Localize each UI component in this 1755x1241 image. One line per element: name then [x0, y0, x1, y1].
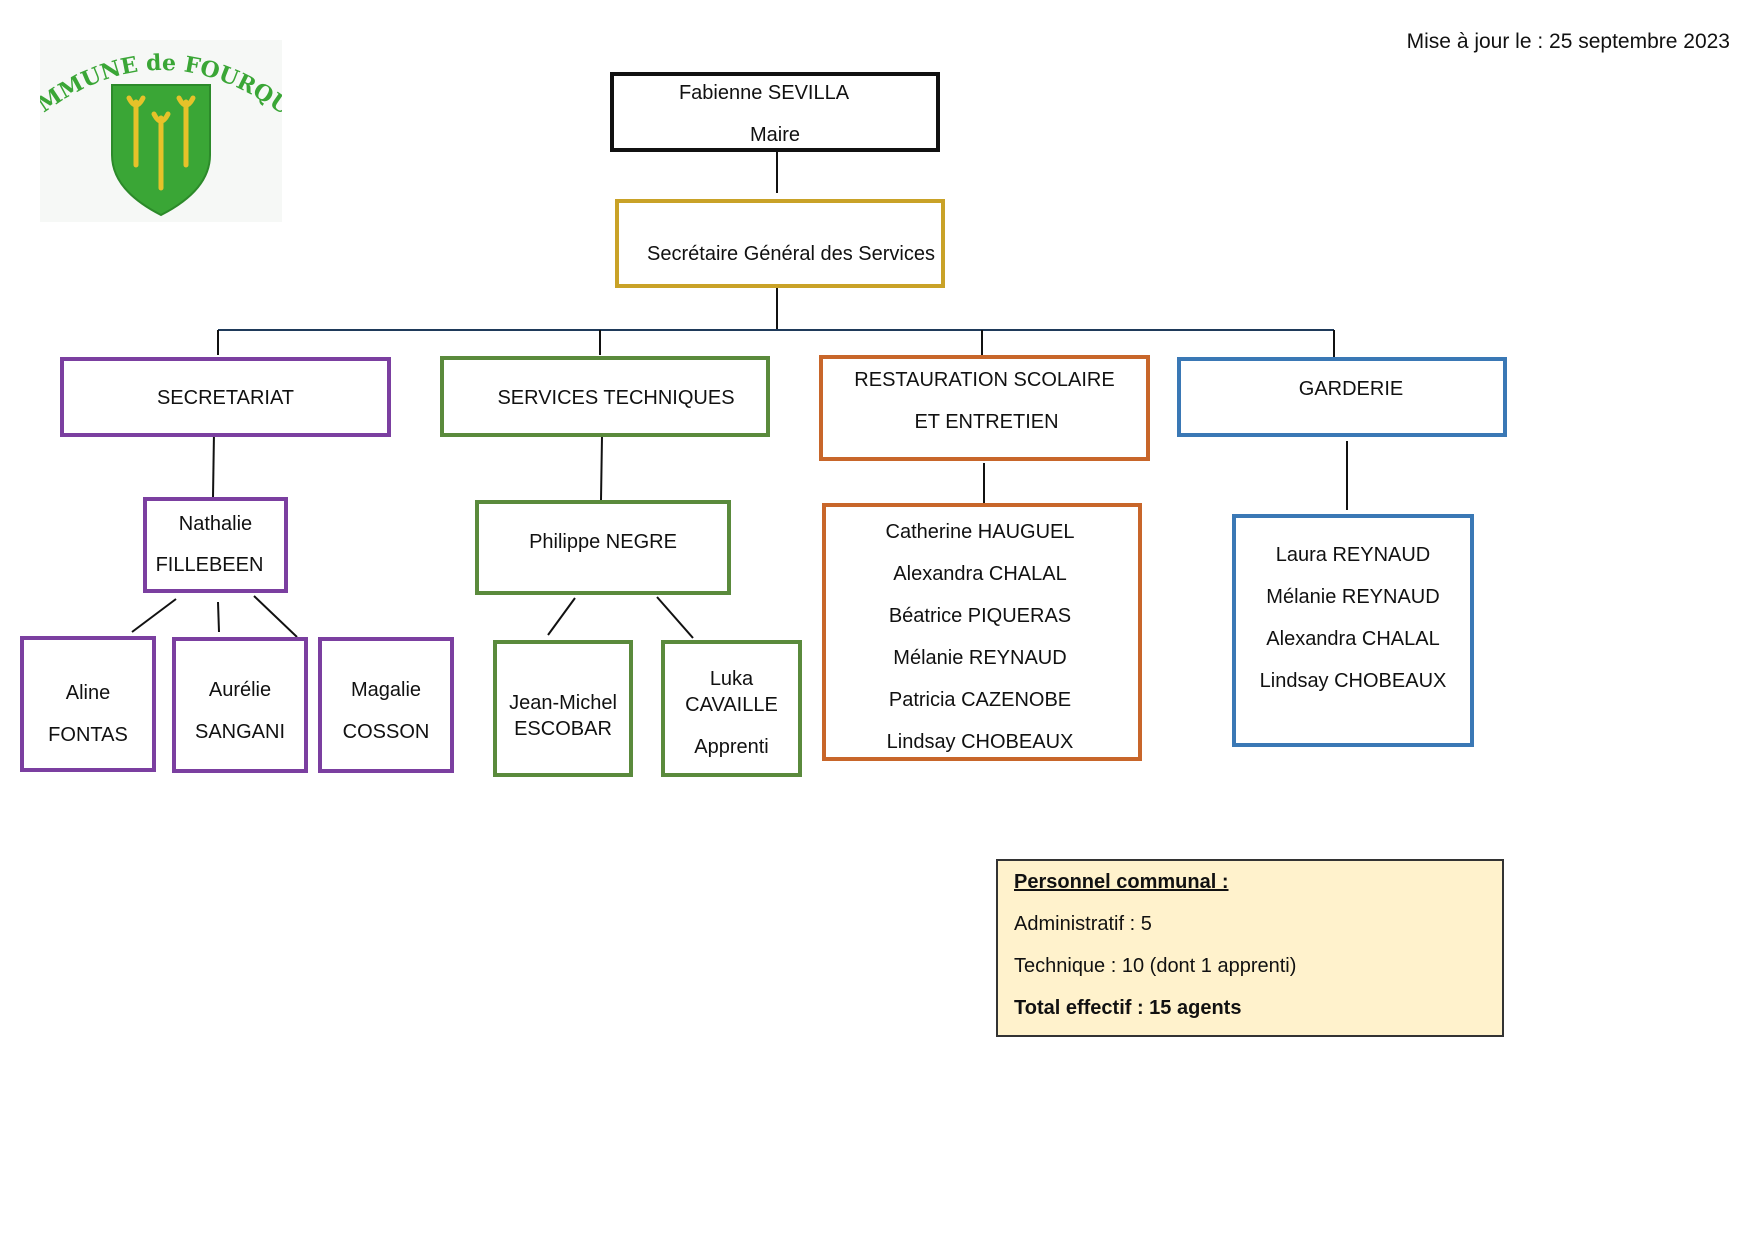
summary-title: Personnel communal : — [1014, 871, 1229, 893]
technique-label: SERVICES TECHNIQUES — [497, 387, 735, 409]
restauration-box: RESTAURATION SCOLAIRE ET ENTRETIEN — [819, 355, 1150, 461]
staff-name: Patricia CAZENOBE — [888, 689, 1072, 711]
staff-name: Lindsay CHOBEAUX — [1259, 670, 1447, 692]
secretariat-box: SECRETARIAT — [60, 357, 391, 437]
mayor-name: Fabienne SEVILLA — [678, 82, 850, 104]
staff-first-name: Magalie — [350, 679, 422, 701]
mayor-box: Fabienne SEVILLA Maire — [610, 72, 940, 152]
staff-last-name: COSSON — [342, 721, 430, 743]
staff-name: Lindsay CHOBEAUX — [886, 731, 1074, 753]
staff-last-name: ESCOBAR — [514, 718, 612, 740]
technique-staff-box-2: Luka CAVAILLE Apprenti — [661, 640, 802, 777]
summary-technique: Technique : 10 (dont 1 apprenti) — [1014, 955, 1297, 977]
staff-first-name: Jean-Michel — [509, 692, 617, 714]
secretariat-staff-box-3: Magalie COSSON — [318, 637, 454, 773]
garderie-box: GARDERIE — [1177, 357, 1507, 437]
secretariat-label: SECRETARIAT — [156, 387, 295, 409]
staff-name: Alexandra CHALAL — [1266, 628, 1440, 650]
dgs-title: Secrétaire Général des Services — [647, 243, 935, 265]
dgs-box: Secrétaire Général des Services — [615, 199, 945, 288]
secretariat-staff-box-1: Aline FONTAS — [20, 636, 156, 772]
staff-last-name: CAVAILLE — [685, 694, 778, 716]
restauration-label-line1: RESTAURATION SCOLAIRE — [854, 369, 1115, 391]
staff-name: Alexandra CHALAL — [893, 563, 1067, 585]
staff-name: Béatrice PIQUERAS — [888, 605, 1072, 627]
staff-last-name: SANGANI — [194, 721, 286, 743]
technique-head-box: Philippe NEGRE — [475, 500, 731, 595]
staff-first-name: Luka — [709, 668, 754, 690]
summary-admin: Administratif : 5 — [1014, 913, 1152, 935]
trident-icon — [126, 95, 196, 191]
mayor-role: Maire — [749, 124, 800, 146]
staff-name: Laura REYNAUD — [1275, 544, 1431, 566]
technique-box: SERVICES TECHNIQUES — [440, 356, 770, 437]
secretariat-head-first: Nathalie — [178, 513, 253, 535]
secretariat-staff-box-2: Aurélie SANGANI — [172, 637, 308, 773]
staff-name: Mélanie REYNAUD — [893, 647, 1067, 669]
staff-first-name: Aurélie — [208, 679, 272, 701]
restauration-staff-box: Catherine HAUGUEL Alexandra CHALAL Béatr… — [822, 503, 1142, 761]
staff-last-name: FONTAS — [48, 724, 128, 746]
technique-head-name: Philippe NEGRE — [529, 531, 677, 553]
summary-total: Total effectif : 15 agents — [1014, 997, 1242, 1019]
update-date: Mise à jour le : 25 septembre 2023 — [1406, 30, 1730, 53]
technique-staff-box-1: Jean-Michel ESCOBAR — [493, 640, 633, 777]
restauration-label-line2: ET ENTRETIEN — [914, 411, 1059, 433]
staff-name: Catherine HAUGUEL — [885, 521, 1075, 543]
garderie-label: GARDERIE — [1298, 378, 1404, 400]
secretariat-head-box: Nathalie FILLEBEEN — [143, 497, 288, 593]
garderie-staff-box: Laura REYNAUD Mélanie REYNAUD Alexandra … — [1232, 514, 1474, 747]
staff-summary-box: Personnel communal : Administratif : 5 T… — [996, 859, 1504, 1037]
staff-first-name: Aline — [65, 682, 111, 704]
secretariat-head-last: FILLEBEEN — [155, 554, 264, 576]
staff-name: Mélanie REYNAUD — [1266, 586, 1440, 608]
staff-apprentice-note: Apprenti — [694, 736, 769, 758]
